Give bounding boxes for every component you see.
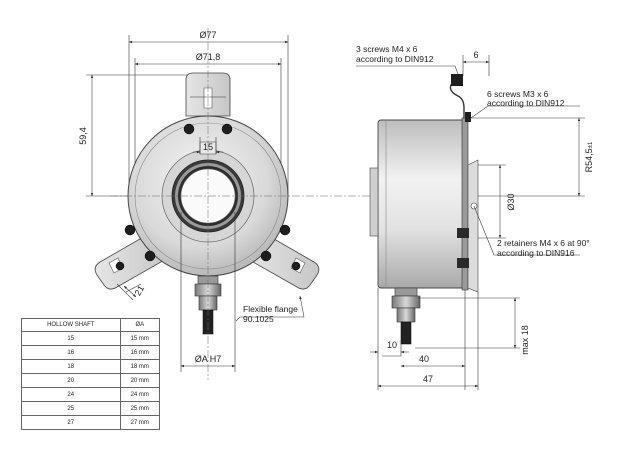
- screw-heads: [115, 123, 301, 271]
- table-header-shaft: HOLLOW SHAFT: [21, 318, 121, 332]
- leader-m3-screws: [467, 105, 580, 121]
- flange-note-line1: Flexible flange: [243, 304, 298, 314]
- dim-outer-diameter: Ø77: [199, 30, 216, 40]
- dim-max: max 18: [520, 325, 530, 355]
- table-cell-shaft: 20: [21, 373, 121, 388]
- flange-note-line2: 90.1025: [243, 314, 274, 324]
- note-m3-screws-line2: according to DIN912: [487, 98, 565, 108]
- table-cell-diameter: 15 mm: [119, 331, 161, 346]
- dim-radius-tolerance: ±1: [588, 141, 594, 148]
- table-cell-shaft: 27: [21, 415, 121, 430]
- table-cell-diameter: 16 mm: [119, 345, 161, 360]
- side-flange: [467, 159, 479, 293]
- table-cell-shaft: 24: [21, 387, 121, 402]
- dim-flange-diameter: Ø71,8: [196, 52, 221, 62]
- table-cell-shaft: 16: [21, 345, 121, 360]
- leader-top-screws: [356, 65, 459, 75]
- note-retainers-line1: 2 retainers M4 x 6 at 90°: [497, 238, 590, 248]
- side-view: [356, 55, 585, 390]
- dim-radius-value: R54,5: [584, 148, 594, 172]
- dim-body-length: 40: [419, 354, 429, 364]
- table-cell-diameter: 25 mm: [119, 401, 161, 416]
- dim-shaft-diameter: Ø30: [506, 193, 516, 210]
- dim-overall-length: 47: [423, 374, 433, 384]
- side-body: [377, 119, 466, 289]
- note-retainers-line2: according to DIN916: [497, 248, 575, 258]
- dim-cable: 10: [387, 340, 397, 350]
- table-cell-diameter: 18 mm: [119, 359, 161, 374]
- dim-top-width: 6: [473, 50, 478, 60]
- note-top-screws-line2: according to DIN912: [356, 54, 434, 64]
- table-cell-shaft: 25: [21, 401, 121, 416]
- dim-radius: R54,5±1: [584, 141, 594, 172]
- table-cell-diameter: 20 mm: [119, 373, 161, 388]
- table-header-diameter: ØA: [119, 318, 161, 332]
- note-m3-screws-line1: 6 screws M3 x 6: [487, 89, 549, 99]
- table-cell-shaft: 18: [21, 359, 121, 374]
- dim-height: 59,4: [78, 127, 88, 145]
- table-cell-shaft: 15: [21, 331, 121, 346]
- front-view: [86, 28, 462, 380]
- leader-retainers: [473, 205, 580, 256]
- side-top-bracket: [449, 81, 465, 118]
- table-cell-diameter: 27 mm: [119, 415, 161, 430]
- table-cell-diameter: 24 mm: [119, 387, 161, 402]
- flange-note-leader: [235, 295, 305, 322]
- note-top-screws-line1: 3 screws M4 x 6: [356, 44, 418, 54]
- dim-arm: 21: [133, 284, 147, 298]
- dim-bore: ØA H7: [195, 354, 222, 364]
- dim-slot: 15: [203, 142, 213, 152]
- table-header-row: HOLLOW SHAFT ØA: [21, 318, 161, 332]
